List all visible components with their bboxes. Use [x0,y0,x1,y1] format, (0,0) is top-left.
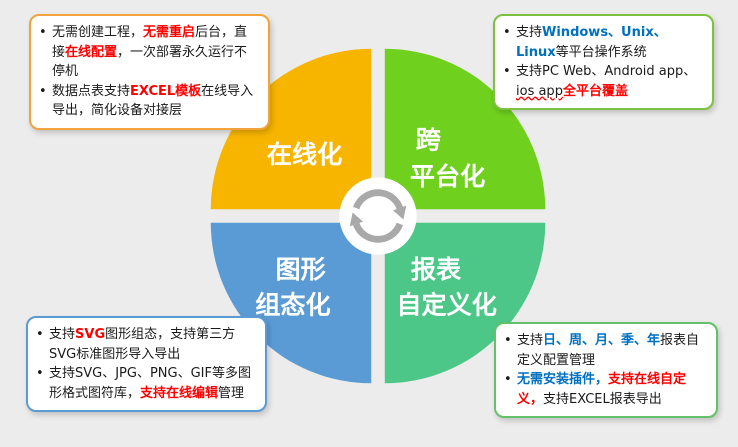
quadrant-label-online: 在线化 [267,140,342,169]
callout-text: 支持SVG、JPG、PNG、GIF等多图形格式图符库，支持在线编辑管理 [49,366,251,401]
callout-online: • 无需创建工程，无需重启后台，直接在线配置，一次部署永久运行不停机 • 数据点表支持… [29,14,270,130]
bullet-marker: • [504,333,512,348]
sync-arrows-icon [349,189,407,243]
callout-graphic-config: • 支持SVG图形组态，支持第三方SVG标准图形导入导出 • 支持SVG、JPG、PN… [26,316,267,412]
callout-cross-platform: • 支持Windows、Unix、Linux等平台操作系统 • 支持PC Web、An… [493,14,714,110]
callout-bullet: • 无需创建工程，无需重启后台，直接在线配置，一次部署永久运行不停机 [39,23,258,82]
bullet-marker: • [36,366,44,381]
callout-bullet: • 数据点表支持EXCEL模板在线导入导出，简化设备对接层 [39,82,258,121]
callout-text: 无需安装插件，支持在线自定义，支持EXCEL报表导出 [517,372,687,407]
bullet-marker: • [39,83,47,99]
quadrant-label-cross-platform-line1: 跨 [416,125,442,154]
quadrant-cross-platform [384,48,546,210]
quadrant-label-cross-platform-line2: 平台化 [410,162,485,191]
callout-bullet: • 支持PC Web、Android app、ios app全平台覆盖 [503,62,702,101]
callout-text: 数据点表支持EXCEL模板在线导入导出，简化设备对接层 [52,83,254,119]
callout-bullet: • 支持SVG图形组态，支持第三方SVG标准图形导入导出 [36,325,255,364]
quadrant-report-custom [384,222,546,384]
bullet-marker: • [39,25,47,40]
bullet-marker: • [36,327,44,342]
bullet-marker: • [503,25,511,40]
quadrant-graphic-config [210,222,372,384]
quadrant-label-report-custom-line1: 报表 [411,255,462,284]
center-hub [339,177,417,255]
callout-bullet: • 支持Windows、Unix、Linux等平台操作系统 [503,23,702,62]
callout-bullet: • 支持SVG、JPG、PNG、GIF等多图形格式图符库，支持在线编辑管理 [36,364,255,403]
bullet-marker: • [504,372,512,387]
callout-bullet: • 无需安装插件，支持在线自定义，支持EXCEL报表导出 [504,370,706,409]
callout-text: 支持Windows、Unix、Linux等平台操作系统 [516,25,667,60]
callout-text: 支持SVG图形组态，支持第三方SVG标准图形导入导出 [49,327,236,362]
callout-bullet: • 支持日、周、月、季、年报表自定义配置管理 [504,331,706,370]
bullet-marker: • [503,64,511,79]
callout-text: 支持日、周、月、季、年报表自定义配置管理 [517,333,700,368]
quadrant-wheel: 在线化 跨 平台化 图形 组态化 报表 自定义化 [210,48,546,384]
quadrant-label-graphic-config-line1: 图形 [276,255,326,284]
callout-report-custom: • 支持日、周、月、季、年报表自定义配置管理 • 无需安装插件，支持在线自定义，支持E… [494,322,718,418]
quadrant-label-graphic-config-line2: 组态化 [255,291,330,320]
callout-text: 支持PC Web、Android app、ios app全平台覆盖 [516,64,697,99]
callout-text: 无需创建工程，无需重启后台，直接在线配置，一次部署永久运行不停机 [52,25,248,79]
quadrant-label-report-custom-line2: 自定义化 [396,291,497,320]
quadrant-online [210,48,372,210]
